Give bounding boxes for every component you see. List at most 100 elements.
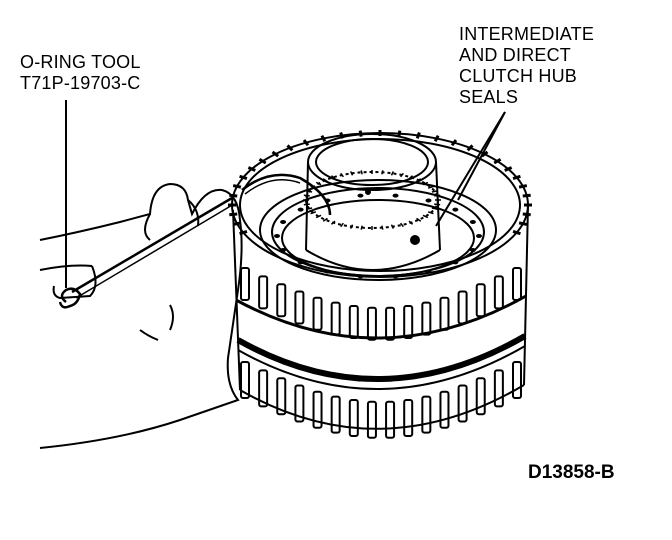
spline-slot [439,390,450,429]
spline-slot [276,283,287,318]
spline-slot [330,395,341,434]
piston-hole [425,198,432,203]
figure-id: D13858-B [528,462,615,483]
piston-hole [392,193,399,198]
hub-seal-ridges [303,170,441,230]
piston-hole [452,207,459,212]
piston-housing [259,179,497,281]
piston-hole [357,193,364,198]
hub-ridge [434,194,441,197]
spline-slot [240,267,250,301]
spline-slot [421,301,432,336]
spline-slot [312,296,323,331]
drum-splines-lower [240,361,522,439]
hand [39,182,243,449]
spline-slot [366,306,377,341]
leader-lines [65,100,506,288]
spline-slot [403,305,414,340]
rim-tooth [518,184,528,189]
tool-label-line-1: O-RING TOOL [20,52,141,72]
hub-ridge [350,224,354,229]
spline-slot [421,395,432,434]
spline-slot [312,390,323,429]
hub-ridge [422,214,429,219]
rim-tooth [512,229,521,236]
hub-ridge [422,181,429,186]
rim-tooth [232,184,242,189]
piston-hole [469,219,476,224]
rim-tooth [504,166,513,172]
spline-slot [439,296,450,331]
spline-slot [512,267,522,301]
piston-hole [452,260,459,265]
rim-tooth [320,134,327,142]
piston-holes [274,193,482,279]
spline-slot [294,384,305,423]
hub-ridge [350,171,354,176]
hub-ridge [390,224,394,229]
spline-slot [493,369,504,408]
drum-rim-teeth [228,130,532,236]
spline-slot [512,361,522,399]
hub-ridge [408,175,414,180]
rim-tooth [247,166,256,172]
spline-slot [348,399,359,438]
piston-hole [280,219,287,224]
rim-tooth [239,174,248,181]
piston-hole [469,248,476,253]
spline-slot [366,400,377,439]
hub-ridge [390,171,394,176]
rim-tooth [466,144,474,152]
o-ring-tool-label: O-RING TOOL T71P-19703-C [20,52,141,94]
rim-tooth [522,212,531,217]
seals-label-line-2: AND DIRECT [459,45,572,65]
spline-slot [493,275,504,310]
hub-ridge [315,214,322,219]
hub-ridge [408,220,414,225]
rim-tooth [522,193,531,198]
spline-slot [475,283,486,318]
tool-label-line-2: T71P-19703-C [20,73,141,93]
hub-ridge [431,189,438,193]
spline-slot [240,361,250,399]
piston-hole [476,234,482,238]
hub-ridge [322,217,328,222]
spline-slot [258,275,269,310]
hub-ridge [416,178,422,183]
rim-tooth [450,139,458,147]
hub-ridge [303,194,310,197]
hub-ridge [400,222,404,228]
spline-slot [258,369,269,408]
hub-ridge [303,203,310,206]
piston-hole [297,260,304,265]
hub-ridge [381,225,384,230]
spline-slot [385,306,396,341]
hub-ridge [340,222,344,228]
piston-hole [274,234,280,238]
rim-tooth [258,158,267,165]
spline-slot [403,399,414,438]
drum-splines-upper [240,267,522,341]
piston-hole [425,269,432,274]
spline-slot [457,290,468,325]
hub-ridge [381,170,384,175]
rim-tooth [271,150,280,158]
hub-ridge [431,207,438,211]
piston-hole [324,269,331,274]
spline-slot [348,305,359,340]
hub-ridge [330,175,336,180]
hub-ridge [310,211,317,215]
spline-slot [330,301,341,336]
hub-ridge [330,220,336,225]
hub-ridge [427,185,434,189]
hub-ridge [427,211,434,215]
rim-tooth [493,158,502,165]
seals-label-line-3: CLUTCH HUB [459,66,578,86]
rim-tooth [518,221,528,226]
o-ring-tool [58,196,235,309]
seals-label: INTERMEDIATE AND DIRECT CLUTCH HUB SEALS [459,24,594,108]
seals-label-line-1: INTERMEDIATE [459,24,595,44]
spline-slot [276,377,287,416]
